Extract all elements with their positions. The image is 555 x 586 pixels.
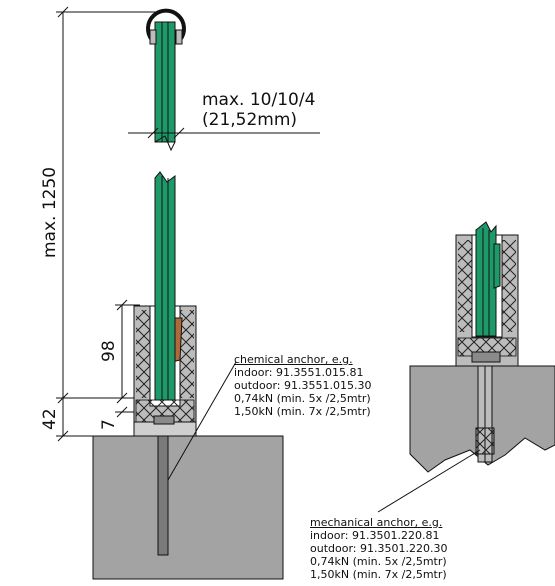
height-label: max. 1250	[40, 166, 60, 258]
chemical-anchor-load-2: 1,50kN (min. 7x /2,5mtr)	[234, 405, 371, 418]
mechanical-anchor-leader	[377, 449, 481, 513]
glass-panel-lower	[154, 171, 176, 401]
chemical-anchor-indoor: indoor: 91.3551.015.81	[234, 366, 364, 379]
chemical-anchor-notes: chemical anchor, e.g. indoor: 91.3551.01…	[234, 353, 371, 418]
mechanical-anchor-indoor: indoor: 91.3501.220.81	[310, 529, 440, 542]
mechanical-anchor-outdoor: outdoor: 91.3501.220.30	[310, 542, 448, 555]
base-dimension	[56, 398, 135, 442]
mechanical-anchor-notes: mechanical anchor, e.g. indoor: 91.3501.…	[310, 516, 447, 581]
handrail-cap	[146, 8, 186, 45]
chemical-anchor-leader	[167, 361, 237, 481]
glass-thickness-dimension	[128, 127, 320, 139]
glass-thickness-label: max. 10/10/4	[202, 90, 316, 110]
mechanical-anchor-bolt	[475, 361, 495, 463]
glass-thickness-mm-label: (21,52mm)	[202, 110, 298, 130]
aluminium-profile-right	[455, 234, 519, 367]
glass-panel-right	[475, 221, 501, 337]
mechanical-anchor-title: mechanical anchor, e.g.	[310, 516, 443, 529]
mechanical-anchor-load-1: 0,74kN (min. 5x /2,5mtr)	[310, 555, 447, 568]
bottom-height-label: 7	[99, 419, 119, 430]
base-height-label: 42	[40, 408, 60, 430]
mechanical-anchor-load-2: 1,50kN (min. 7x /2,5mtr)	[310, 568, 447, 581]
chemical-anchor-title: chemical anchor, e.g.	[234, 353, 353, 366]
chemical-anchor-load-1: 0,74kN (min. 5x /2,5mtr)	[234, 392, 371, 405]
chemical-anchor-outdoor: outdoor: 91.3551.015.30	[234, 379, 372, 392]
chemical-anchor-rod	[157, 417, 169, 556]
glass-panel-upper	[154, 21, 176, 152]
concrete-base-left	[92, 435, 284, 580]
profile-height-label: 98	[99, 340, 119, 362]
